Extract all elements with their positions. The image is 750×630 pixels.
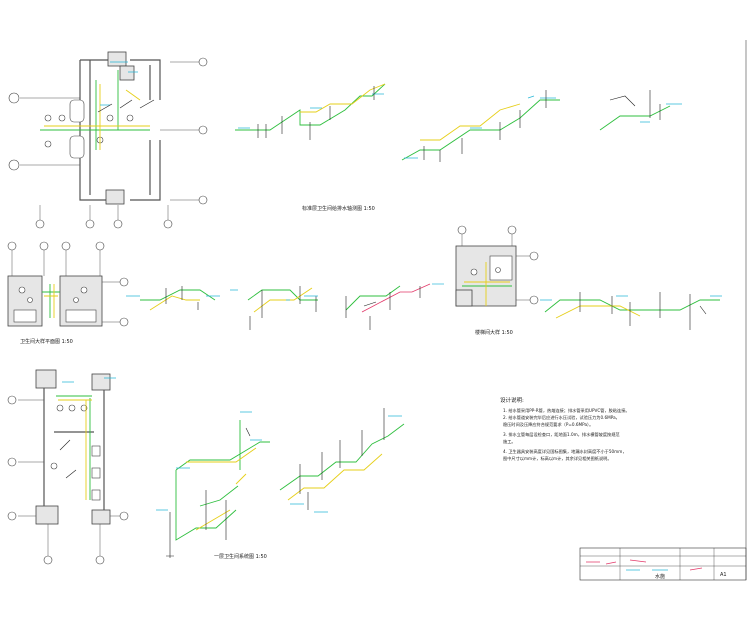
caption-plan-small: 卫生间大样平面图 1:50	[20, 338, 73, 345]
note-line-6: 4. 卫生器具安装高度详见国标图集，地漏水封高度不小于50mm，	[503, 448, 627, 455]
note-line-1: 1. 给水管采用PP-R管，热熔连接；排水管采用UPVC管，胶粘连接。	[503, 407, 630, 414]
caption-riser-main: 标准层卫生间给排水轴测图 1:50	[302, 205, 375, 212]
note-line-2: 2. 给水管道安装完毕后应进行水压试验，试验压力为0.6MPa，	[503, 414, 620, 421]
sheet-label: 水施	[655, 573, 665, 580]
riser-mid-row	[126, 283, 444, 330]
notes-heading: 设计说明:	[500, 396, 524, 404]
note-line-5: 施工。	[503, 438, 516, 445]
riser-top-right	[401, 90, 682, 162]
plan-mid-center: 楼梯间大样 1:50	[455, 225, 539, 336]
sheet-number: A1	[720, 572, 727, 578]
caption-riser-bottom: 一层卫生间系统图 1:50	[214, 553, 267, 560]
note-line-3: 稳压时间及压降应符合规范要求（P=0.6MPa）。	[503, 421, 593, 428]
plan-top-left	[8, 51, 208, 229]
note-line-7: 图中尺寸以mm计，标高以m计，其余详见相关图纸说明。	[503, 455, 612, 462]
plan-bottom-left	[7, 369, 129, 565]
caption-plan-mid: 楼梯间大样 1:50	[475, 329, 513, 336]
plan-mid-left: 卫生间大样平面图 1:50	[7, 241, 129, 345]
note-line-4: 3. 排水立管每层设检查口，距地面1.0m，排水横管坡度按规范	[503, 431, 620, 438]
riser-top-center: 标准层卫生间给排水轴测图 1:50	[235, 83, 386, 212]
design-notes: 设计说明: 1. 给水管采用PP-R管，热熔连接；排水管采用UPVC管，胶粘连接…	[500, 396, 630, 462]
riser-mid-right	[540, 292, 722, 330]
riser-bottom-center: 一层卫生间系统图 1:50	[156, 408, 405, 560]
title-block: 水施 A1	[579, 547, 747, 581]
